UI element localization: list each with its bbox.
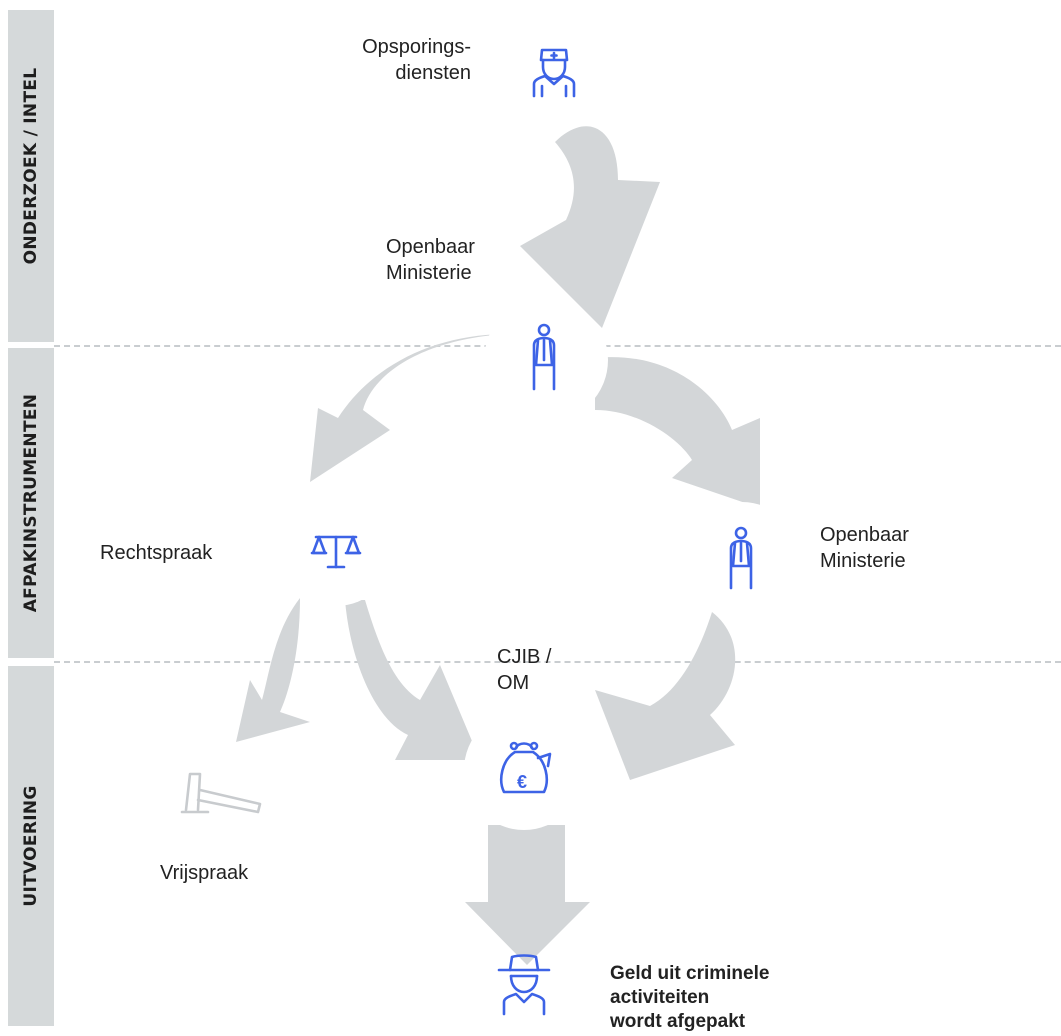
node-circle-opsporing	[505, 20, 605, 120]
prosecutor-icon-right	[729, 526, 753, 590]
scales-of-justice-icon	[310, 535, 362, 569]
flow-arrows	[236, 126, 760, 965]
band-onderzoek	[8, 10, 54, 342]
arrow-om-rechtspraak	[310, 334, 505, 482]
arrow-omright-cjib	[595, 612, 736, 780]
label-result: Geld uit criminele activiteiten wordt af…	[610, 963, 770, 1032]
label-vrijspraak: Vrijspraak	[160, 862, 249, 884]
prosecutor-icon-top	[532, 323, 556, 391]
police-officer-icon	[532, 48, 576, 98]
stage-divider-2	[54, 661, 1061, 663]
euro-glyph: €	[517, 772, 527, 792]
arrow-opsporing-om	[520, 126, 660, 328]
node-circle-cjib	[464, 710, 584, 830]
criminal-icon	[497, 954, 551, 1016]
arrow-cjib-result	[465, 825, 590, 965]
gavel-icon	[180, 772, 262, 814]
label-openbaar-ministerie-right: Openbaar Ministerie	[820, 524, 909, 572]
band-uitvoering	[8, 666, 54, 1026]
label-openbaar-ministerie-top: Openbaar Ministerie	[386, 236, 475, 284]
label-cjib-om: CJIB / OM	[497, 646, 552, 694]
label-opsporingsdiensten: Opsporings- diensten	[362, 36, 471, 84]
node-circle-om-top	[484, 298, 608, 422]
money-bag-euro-icon	[500, 741, 552, 794]
label-rechtspraak: Rechtspraak	[100, 542, 213, 564]
band-afpak	[8, 348, 54, 658]
arrow-rechtspraak-vrijspraak	[236, 598, 310, 742]
arrow-om-om	[595, 357, 760, 508]
arrow-rechtspraak-cjib	[345, 600, 480, 760]
node-circles	[278, 20, 800, 830]
